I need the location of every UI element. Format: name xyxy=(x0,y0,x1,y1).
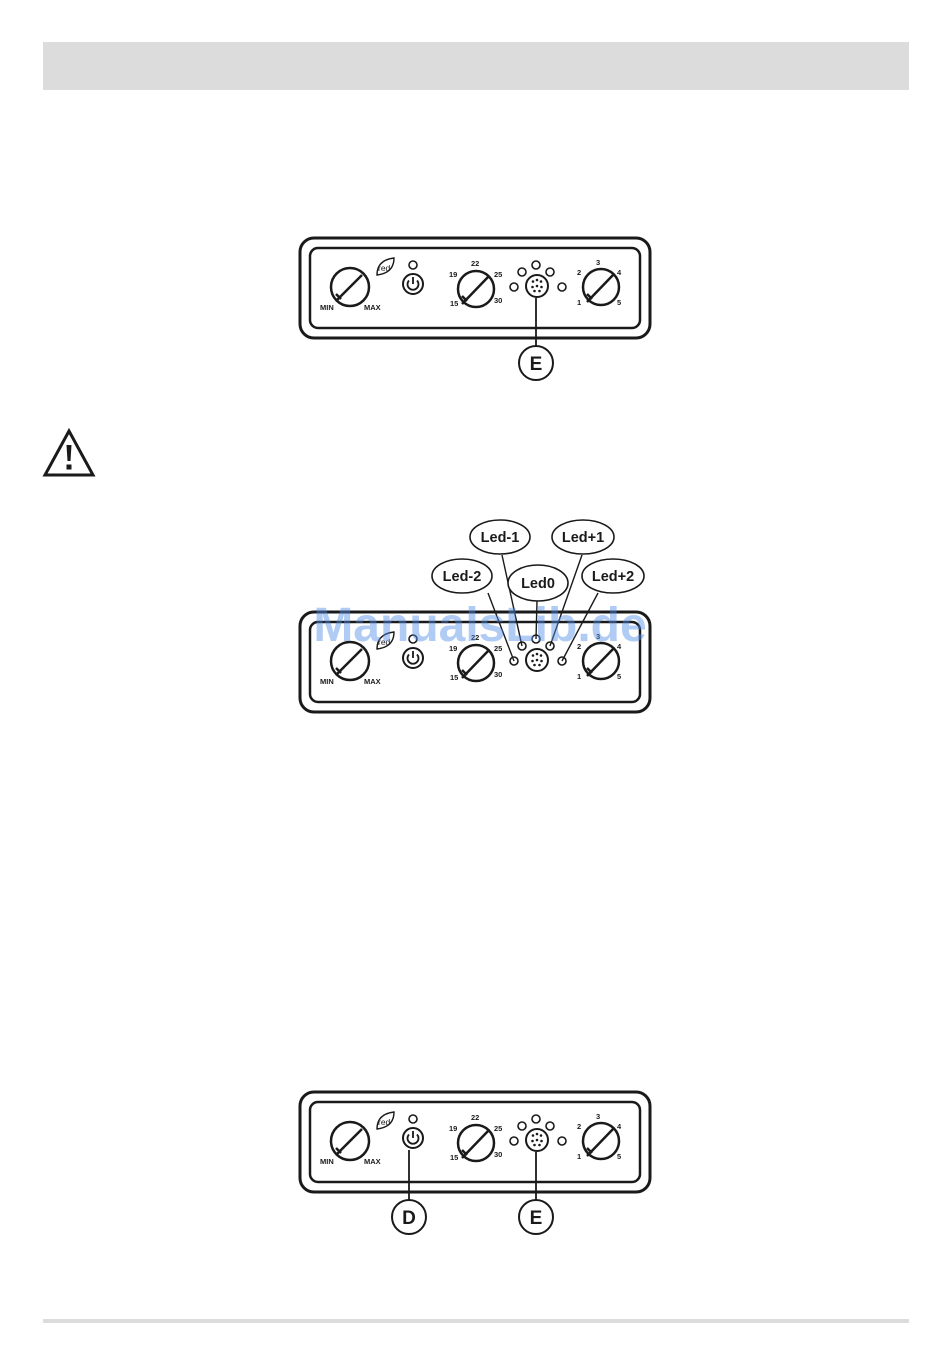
temp-label-30: 30 xyxy=(494,670,502,679)
speed-label-1: 1 xyxy=(577,1152,581,1161)
led-0-callout: Led0 xyxy=(508,565,568,601)
led-plus-2-label: Led+2 xyxy=(592,569,634,585)
fan-icon xyxy=(531,653,543,667)
speed-label-4: 4 xyxy=(617,268,622,277)
led-minus-2 xyxy=(510,1137,518,1145)
eco-leaf-icon: red xyxy=(377,258,394,275)
temp-label-25: 25 xyxy=(494,1124,502,1133)
led-plus-1-label: Led+1 xyxy=(562,530,604,546)
fan-icon xyxy=(531,279,543,293)
power-led xyxy=(409,1115,417,1123)
led-plus-1 xyxy=(546,268,554,276)
temp-label-22: 22 xyxy=(471,1113,479,1122)
warning-icon xyxy=(42,428,96,478)
temperature-knob[interactable] xyxy=(458,1125,494,1161)
speed-label-2: 2 xyxy=(577,1122,581,1131)
temp-label-22: 22 xyxy=(471,259,479,268)
eco-label: red xyxy=(378,263,391,273)
thermostat-knob[interactable] xyxy=(331,268,369,306)
callout-e-label: E xyxy=(530,1208,543,1229)
led-0 xyxy=(532,261,540,269)
temp-label-19: 19 xyxy=(449,1124,457,1133)
temp-label-30: 30 xyxy=(494,1150,502,1159)
led-plus-2 xyxy=(558,657,566,665)
power-icon xyxy=(408,277,419,290)
speed-label-3: 3 xyxy=(596,1112,600,1121)
callout-e-label: E xyxy=(530,354,543,375)
callout-d-label: D xyxy=(402,1208,416,1229)
temp-label-15: 15 xyxy=(450,673,458,682)
power-led xyxy=(409,261,417,269)
fan-button[interactable] xyxy=(526,1129,548,1151)
led-plus-2 xyxy=(558,1137,566,1145)
min-label: MIN xyxy=(320,677,334,686)
thermostat-knob[interactable] xyxy=(331,1122,369,1160)
header-bar xyxy=(43,42,909,90)
led-0-label: Led0 xyxy=(521,576,555,592)
speed-label-3: 3 xyxy=(596,258,600,267)
fan-button[interactable] xyxy=(526,275,548,297)
speed-label-1: 1 xyxy=(577,672,581,681)
temp-label-30: 30 xyxy=(494,296,502,305)
led-minus-2 xyxy=(510,657,518,665)
temp-label-15: 15 xyxy=(450,299,458,308)
eco-label: red xyxy=(378,1117,391,1127)
speed-label-5: 5 xyxy=(617,672,621,681)
eco-leaf-icon: red xyxy=(377,1112,394,1129)
min-label: MIN xyxy=(320,303,334,312)
led-minus-1 xyxy=(518,268,526,276)
power-button[interactable] xyxy=(403,274,423,294)
max-label: MAX xyxy=(364,1157,381,1166)
temp-label-19: 19 xyxy=(449,270,457,279)
speed-knob[interactable] xyxy=(583,269,619,305)
temperature-knob[interactable] xyxy=(458,271,494,307)
led-plus-2 xyxy=(558,283,566,291)
temp-label-15: 15 xyxy=(450,1153,458,1162)
max-label: MAX xyxy=(364,303,381,312)
led-plus-2-callout: Led+2 xyxy=(582,559,644,593)
led-minus-1-callout: Led-1 xyxy=(470,520,530,554)
led-minus-1-label: Led-1 xyxy=(481,530,520,546)
led-minus-1 xyxy=(518,1122,526,1130)
temp-label-25: 25 xyxy=(494,270,502,279)
footer-rule xyxy=(43,1319,909,1323)
fan-icon xyxy=(531,1133,543,1147)
min-label: MIN xyxy=(320,1157,334,1166)
led-minus-2 xyxy=(510,283,518,291)
power-icon xyxy=(408,1131,419,1144)
speed-label-5: 5 xyxy=(617,1152,621,1161)
speed-label-4: 4 xyxy=(617,1122,622,1131)
speed-knob[interactable] xyxy=(583,1123,619,1159)
control-panel-figure-3: MIN MAX red 15 19 22 25 30 xyxy=(298,1090,652,1194)
led-plus-1 xyxy=(546,1122,554,1130)
led-minus-2-callout: Led-2 xyxy=(432,559,492,593)
speed-label-2: 2 xyxy=(577,268,581,277)
led-plus-1-callout: Led+1 xyxy=(552,520,614,554)
control-panel-figure-1: MIN MAX red 15 19 22 25 30 xyxy=(298,236,652,340)
speed-label-1: 1 xyxy=(577,298,581,307)
watermark: ManualsLib.de xyxy=(290,598,670,654)
led-minus-2-label: Led-2 xyxy=(443,569,482,585)
max-label: MAX xyxy=(364,677,381,686)
speed-label-5: 5 xyxy=(617,298,621,307)
led-0 xyxy=(532,1115,540,1123)
power-button[interactable] xyxy=(403,1128,423,1148)
